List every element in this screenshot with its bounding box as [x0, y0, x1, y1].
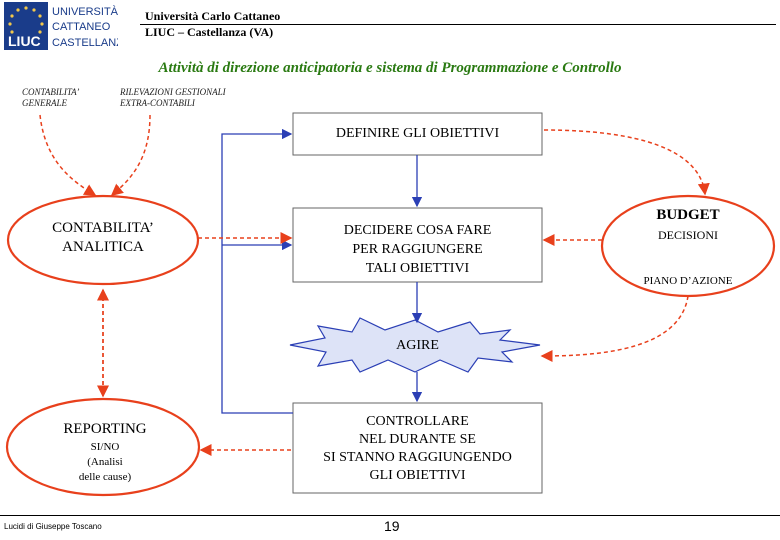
liuc-logo: LIUC UNIVERSITÀ CATTANEO CASTELLANZA — [4, 2, 131, 50]
label-rilevazioni: RILEVAZIONI GESTIONALI EXTRA-CONTABILI — [120, 87, 226, 108]
box-definire — [292, 112, 543, 156]
footer-divider — [0, 515, 780, 516]
box-decidere — [292, 207, 543, 283]
box-controllare-label: CONTROLLARE NEL DURANTE SE SI STANNO RAG… — [323, 414, 512, 483]
feedback-loop — [221, 128, 293, 414]
logo-text-1: UNIVERSITÀ — [52, 5, 118, 18]
logo-text-2: CATTANEO — [52, 21, 111, 33]
page-title: Attività di direzione anticipatoria e si… — [158, 60, 622, 76]
budget-piano: PIANO D’AZIONE — [643, 275, 733, 287]
agire-label: AGIRE — [396, 338, 439, 353]
header-line-1: Università Carlo Cattaneo — [145, 9, 281, 23]
page-number: 19 — [384, 518, 400, 534]
arrow-definire-budget — [543, 129, 710, 196]
agire-burst — [289, 317, 541, 373]
header-divider — [140, 24, 776, 25]
box-decidere-label: DECIDERE COSA FARE PER RAGGIUNGERE TALI … — [343, 223, 492, 276]
header-line-2: LIUC – Castellanza (VA) — [145, 25, 274, 39]
ellipse-contabilita-analitica — [6, 194, 200, 286]
budget-title: BUDGET — [656, 207, 720, 223]
footer-author: Lucidi di Giuseppe Toscano — [4, 522, 102, 531]
logo-abbr: LIUC — [8, 33, 41, 49]
contabilita-analitica-label: CONTABILITA’ ANALITICA — [52, 220, 154, 255]
arrow-generale-analitica — [39, 114, 97, 196]
arrow-budget-agire — [540, 295, 689, 362]
box-controllare — [292, 402, 543, 494]
budget-decisioni: DECISIONI — [658, 228, 718, 242]
reporting-details: SI/NO (Analisi delle cause) — [78, 441, 132, 483]
box-definire-label: DEFINIRE GLI OBIETTIVI — [335, 126, 500, 141]
label-contabilita-generale: CONTABILITA’ GENERALE — [22, 87, 80, 108]
reporting-title: REPORTING — [63, 421, 147, 437]
arrow-rilevazioni-analitica — [110, 114, 151, 196]
ellipse-reporting — [5, 397, 201, 497]
logo-text-3: CASTELLANZA — [52, 37, 118, 49]
